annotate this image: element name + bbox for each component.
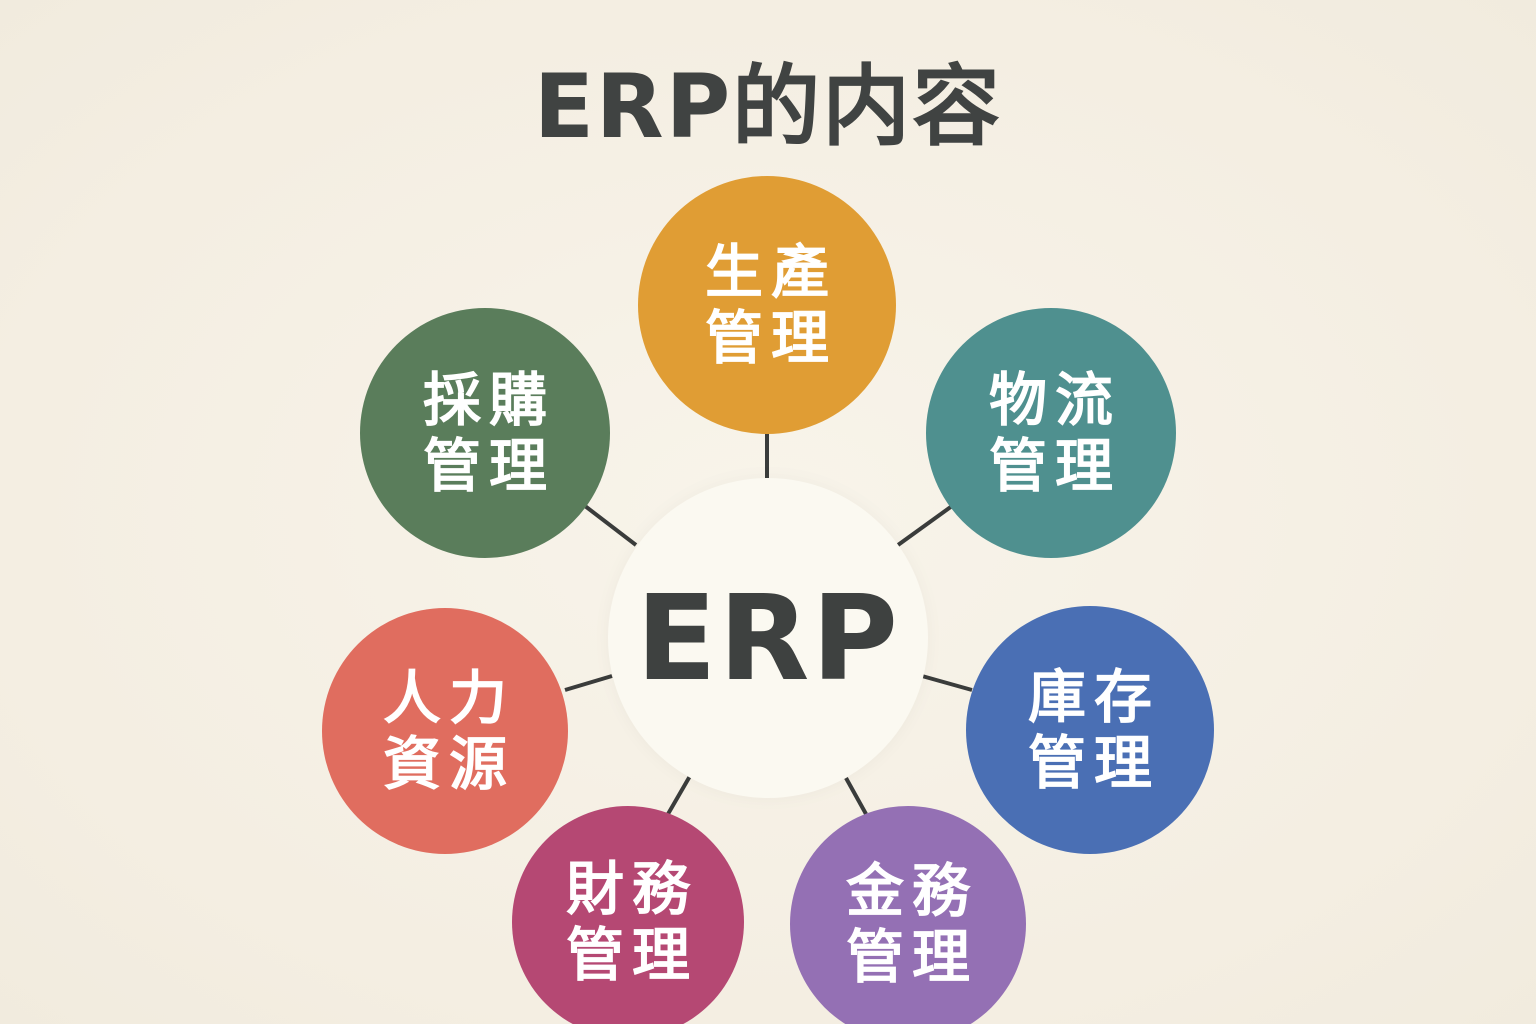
connector-finance [666,774,692,816]
node-purchasing-line1: 採購 [422,366,555,434]
connector-inventory [921,674,973,692]
node-production-line2: 管理 [704,304,837,372]
node-logistics: 物流 管理 [926,308,1176,558]
page-title: ERP的内容 [533,55,1003,158]
node-treasury-line1: 金務 [845,857,978,925]
connector-logistics [896,504,954,547]
node-purchasing: 採購 管理 [360,308,610,558]
connector-purchasing [583,504,638,547]
node-treasury-line2: 管理 [845,923,978,991]
connector-treasury [844,777,868,815]
node-logistics-line1: 物流 [988,366,1121,434]
node-inventory-line2: 管理 [1027,729,1160,797]
center-node-erp: ERP [608,478,928,798]
node-hr-line1: 人力 [382,664,515,732]
node-finance: 財務 管理 [512,806,744,1024]
node-treasury: 金務 管理 [790,806,1026,1024]
node-hr: 人力 資源 [322,608,568,854]
node-finance-line2: 管理 [565,921,698,989]
connector-hr [564,674,613,692]
node-inventory-line1: 庫存 [1027,663,1160,731]
node-inventory: 庫存 管理 [966,606,1214,854]
node-finance-line1: 財務 [565,855,698,923]
node-purchasing-line2: 管理 [422,432,555,500]
node-production: 生產 管理 [638,176,896,434]
node-logistics-line2: 管理 [988,432,1121,500]
node-hr-line2: 資源 [382,730,515,798]
node-production-line1: 生產 [704,238,837,306]
